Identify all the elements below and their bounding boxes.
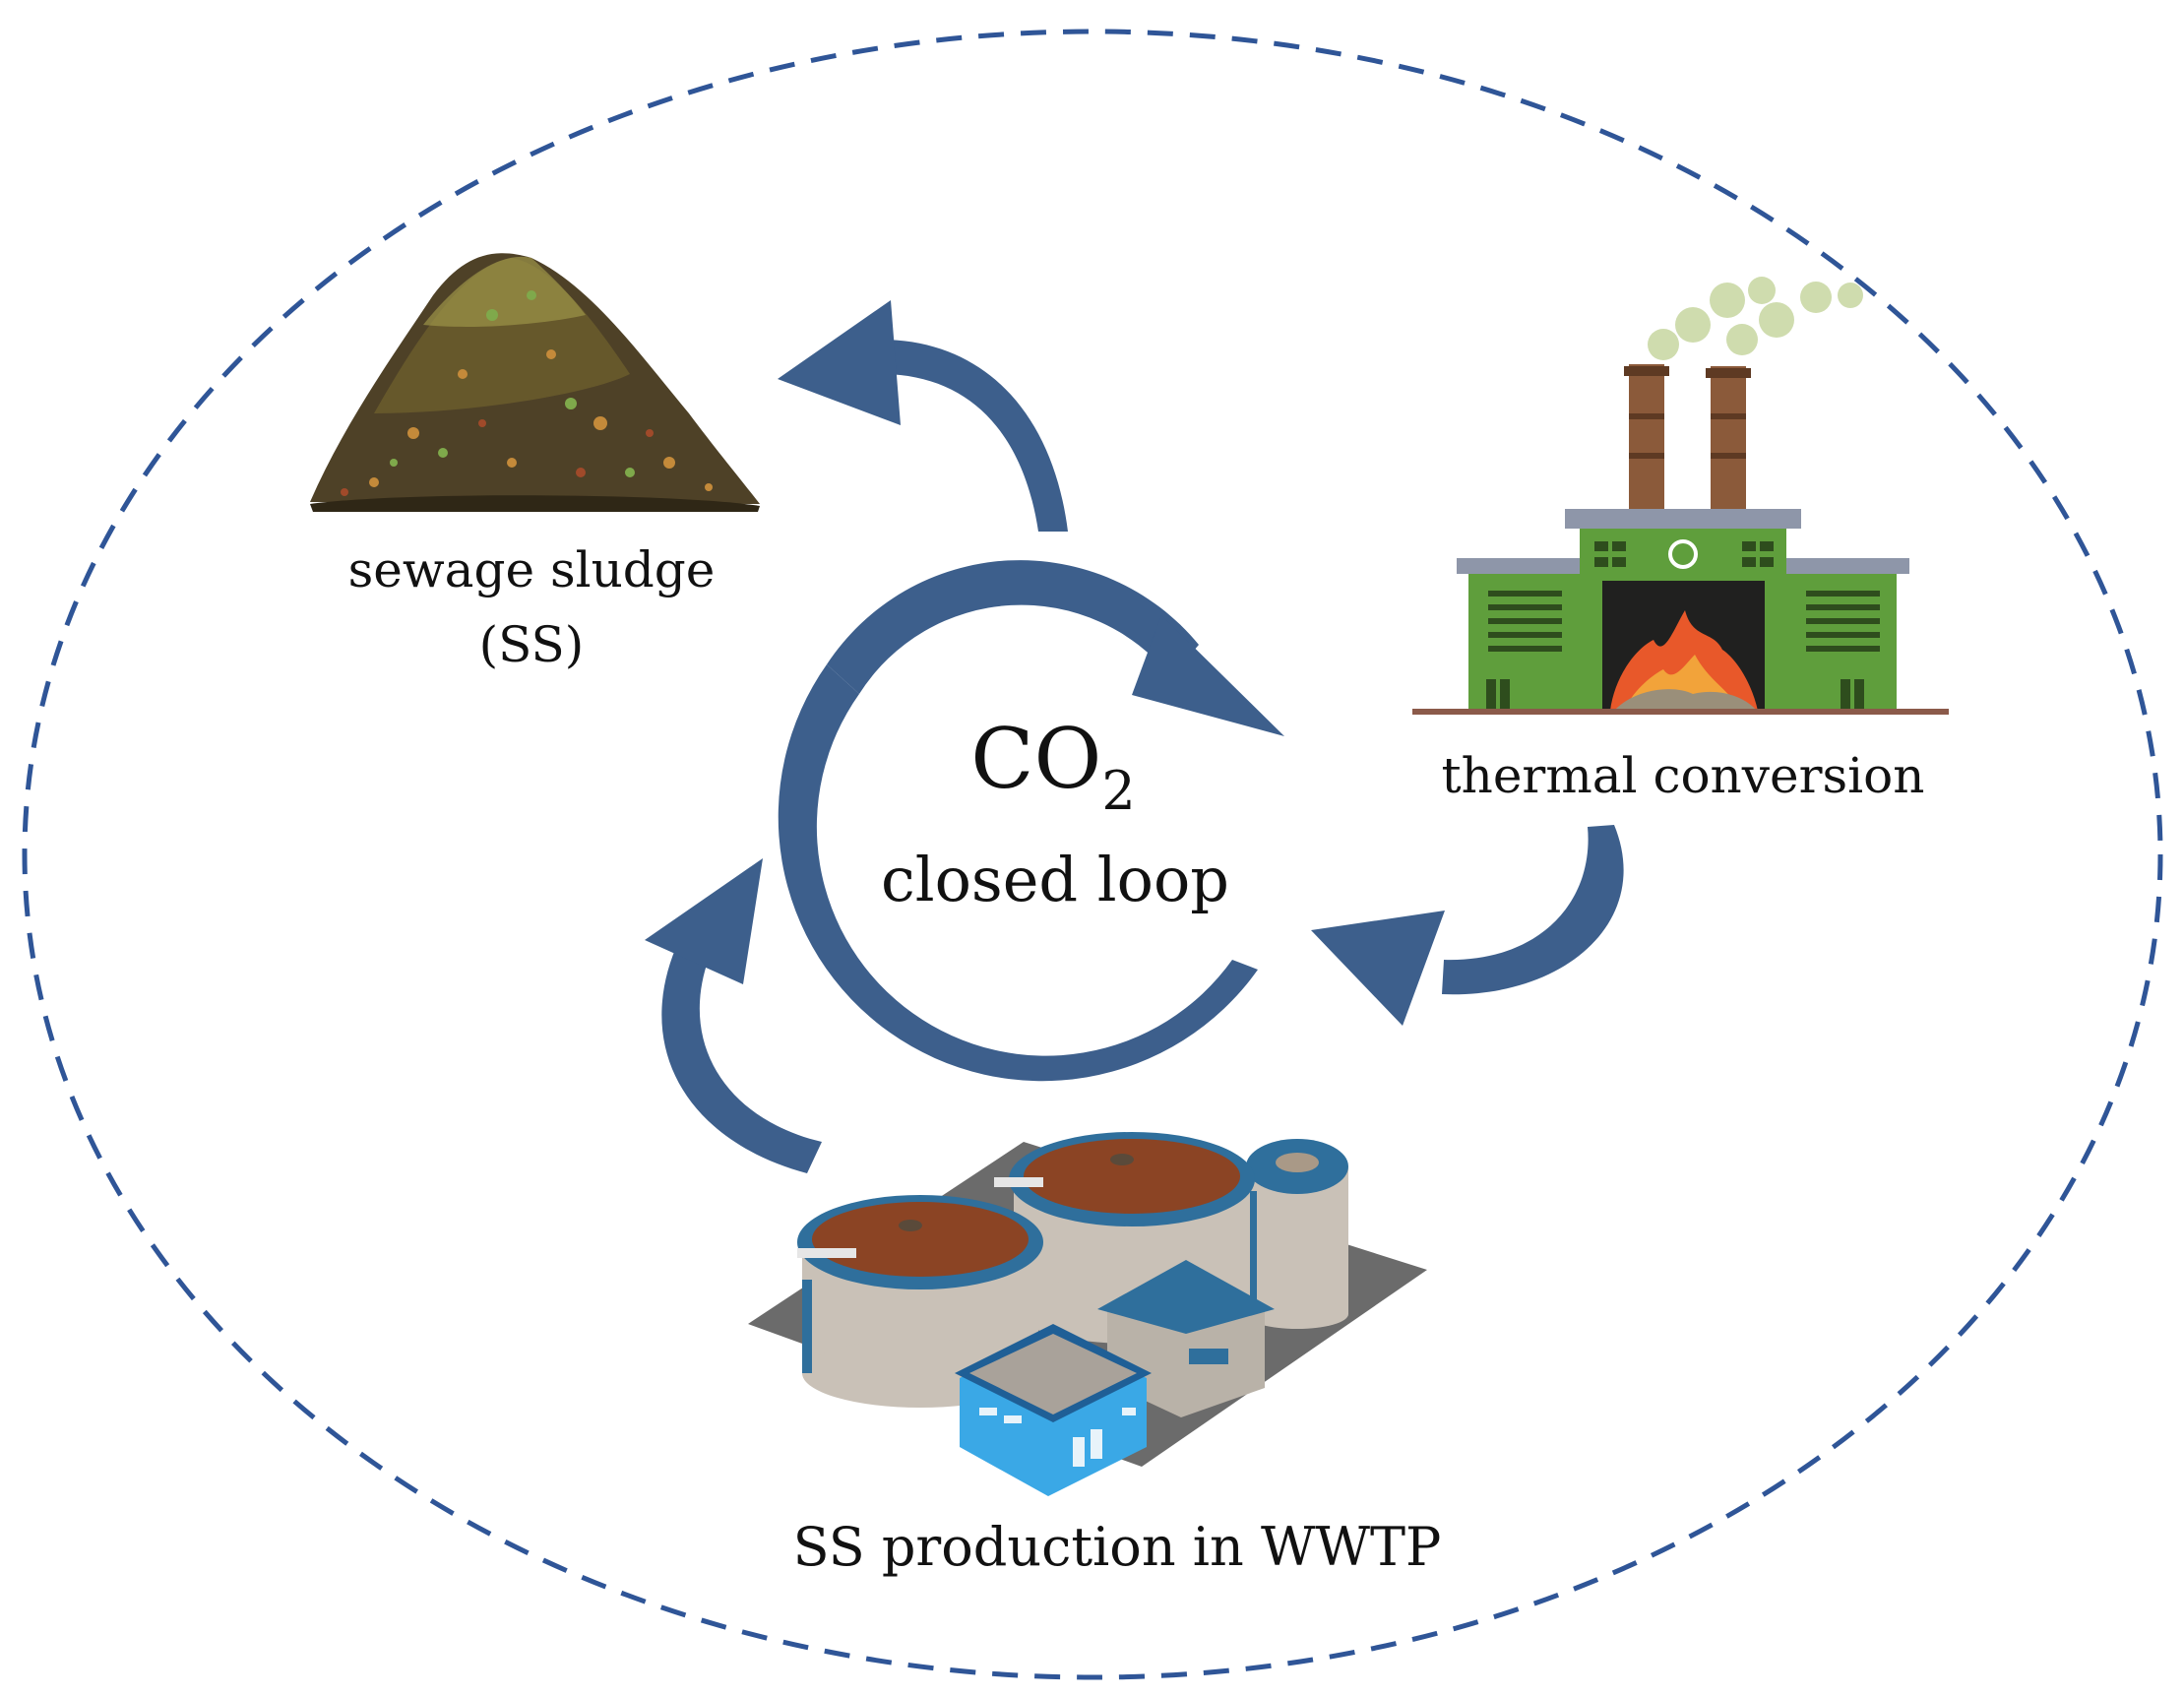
dashed-boundary	[22, 29, 2163, 1680]
sewage-sludge-pile-icon	[310, 253, 760, 512]
closed-loop-label: closed loop	[881, 844, 1229, 915]
sewage-sludge-label: sewage sludge	[348, 541, 716, 598]
sewage-sludge-abbrev-label: (SS)	[479, 616, 585, 673]
co2-formula-main: CO	[970, 711, 1101, 807]
thermal-plant-icon	[1412, 277, 1949, 715]
arrow-from-wwtp	[645, 858, 822, 1173]
wwtp-plant-icon	[748, 1132, 1427, 1496]
thermal-conversion-label: thermal conversion	[1442, 747, 1925, 804]
center-cycle-arrow	[778, 560, 1284, 1082]
arrow-from-thermal-conversion	[1311, 825, 1624, 1026]
co2-formula: CO2	[970, 711, 1136, 822]
co2-formula-subscript: 2	[1101, 760, 1135, 822]
wwtp-label: SS production in WWTP	[793, 1516, 1442, 1578]
arrow-to-sewage-sludge	[778, 300, 1068, 532]
